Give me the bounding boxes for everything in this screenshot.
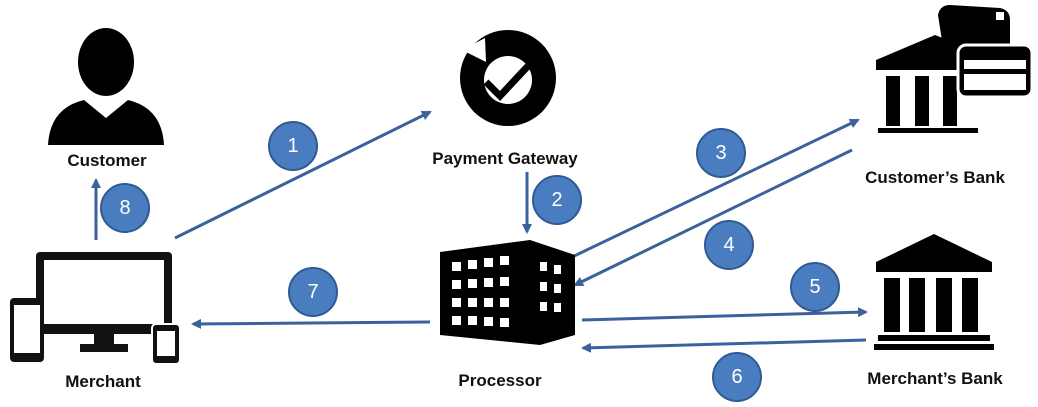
svg-text:6: 6 (731, 366, 742, 388)
arrow-step-7 (191, 318, 431, 329)
step-badge-7: 7 (288, 267, 338, 317)
payment-gateway-check-icon (460, 30, 556, 126)
arrow-step-4 (573, 148, 853, 287)
customer-person-icon (48, 28, 164, 145)
step-badge-3: 3 (696, 128, 746, 178)
svg-text:4: 4 (723, 234, 734, 256)
processor-label: Processor (458, 371, 542, 390)
step-badge-6: 6 (712, 352, 762, 402)
arrow-step-3 (569, 118, 860, 260)
svg-text:5: 5 (809, 276, 820, 298)
merchant-devices-icon (10, 252, 181, 365)
arrow-step-5 (581, 307, 868, 322)
customer-label: Customer (67, 151, 147, 170)
processor-building-icon (440, 240, 575, 345)
svg-text:7: 7 (307, 281, 318, 303)
step-badge-4: 4 (704, 220, 754, 270)
payment-gateway-label: Payment Gateway (432, 149, 578, 168)
step-badge-5: 5 (790, 262, 840, 312)
arrow-step-1 (174, 110, 432, 240)
merchants-bank-label: Merchant’s Bank (867, 369, 1003, 388)
svg-text:3: 3 (715, 142, 726, 164)
arrow-step-6 (581, 338, 867, 353)
customers-bank-label: Customer’s Bank (865, 168, 1005, 187)
customers-bank-card-icon (876, 5, 1034, 133)
merchant-label: Merchant (65, 372, 141, 391)
merchants-bank-icon (874, 234, 994, 350)
svg-text:2: 2 (551, 189, 562, 211)
svg-text:8: 8 (119, 197, 130, 219)
svg-text:1: 1 (287, 135, 298, 157)
step-badge-1: 1 (268, 121, 318, 171)
step-badge-2: 2 (532, 175, 582, 225)
step-badge-8: 8 (100, 183, 150, 233)
